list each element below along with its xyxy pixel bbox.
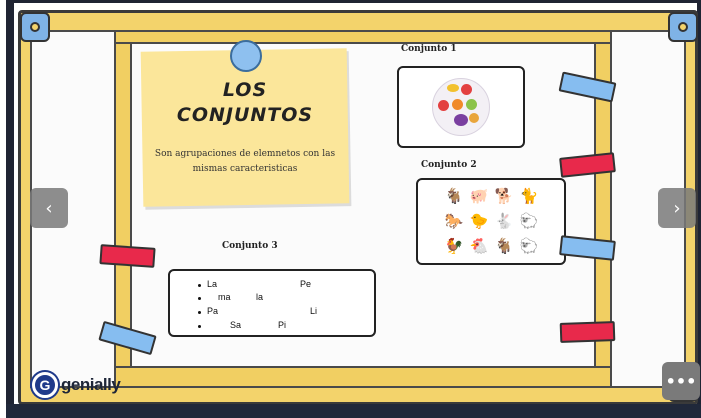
list-bullet	[198, 297, 201, 300]
next-slide-button[interactable]: ›	[658, 188, 696, 228]
list-item: ma	[218, 292, 231, 302]
more-options-button[interactable]: •••	[662, 362, 700, 400]
definition-text: Son agrupaciones de elemnetos con las mi…	[154, 149, 336, 174]
list-item: la	[256, 292, 264, 302]
animals-grid: 🐐 🐖 🐕 🐈 🐎 🐤 🐇 🐑 🐓 🐔 🐐 🐑	[444, 186, 544, 256]
tape-icon	[99, 244, 156, 268]
animal-icon: 🐔	[469, 237, 489, 255]
corner-bolt-icon	[668, 12, 698, 42]
animal-icon: 🐑	[519, 237, 539, 255]
animal-icon: 🐑	[519, 212, 539, 230]
list-item: Pa	[207, 306, 219, 316]
list-bullet	[198, 325, 201, 328]
genially-logo-icon: G	[32, 372, 58, 398]
strawberry-icon	[461, 84, 472, 95]
apple-icon	[438, 100, 449, 111]
previous-slide-button[interactable]: ‹	[30, 188, 68, 228]
tape-icon	[559, 321, 616, 343]
list-bullet	[198, 311, 201, 314]
list-bullet	[198, 284, 201, 287]
animal-icon: 🐤	[469, 212, 489, 230]
set-3-label: Conjunto 3	[222, 241, 278, 251]
list-item: Li	[310, 306, 318, 316]
orange-icon	[452, 99, 463, 110]
chevron-right-icon: ›	[673, 197, 681, 219]
animal-icon: 🐐	[494, 237, 514, 255]
animal-icon: 🐐	[444, 187, 464, 205]
animal-icon: 🐎	[444, 212, 464, 230]
ellipsis-icon: •••	[665, 371, 697, 391]
list-item: Pe	[300, 279, 312, 289]
peach-icon	[469, 113, 479, 123]
list-item: La	[207, 279, 218, 289]
set-1-label: Conjunto 1	[401, 44, 457, 54]
frame-rail-bottom	[114, 366, 612, 388]
set-3-box	[168, 269, 376, 337]
animal-icon: 🐖	[469, 187, 489, 205]
top-frame-bar	[6, 0, 701, 3]
set-2-box	[416, 178, 566, 265]
page-title: LOS CONJUNTOS	[176, 79, 314, 126]
animal-icon: 🐇	[494, 212, 514, 230]
grapes-icon	[454, 114, 468, 126]
frame-rail-top	[114, 30, 612, 44]
list-item: Sa	[230, 320, 242, 330]
corner-bolt-icon	[20, 12, 50, 42]
chevron-left-icon: ‹	[45, 197, 53, 219]
pushpin-icon	[230, 40, 262, 72]
animal-icon: 🐕	[494, 187, 514, 205]
pear-icon	[466, 99, 477, 110]
bottom-frame-bar	[6, 404, 701, 418]
brand-name: genially	[61, 375, 121, 394]
genially-brand-link[interactable]: G genially	[32, 372, 121, 398]
banana-icon	[447, 84, 459, 92]
animal-icon: 🐈	[519, 187, 539, 205]
left-frame-bar	[6, 0, 14, 418]
set-2-label: Conjunto 2	[421, 160, 477, 170]
list-item: Pi	[278, 320, 287, 330]
animal-icon: 🐓	[444, 237, 464, 255]
right-frame-bar	[697, 0, 701, 418]
